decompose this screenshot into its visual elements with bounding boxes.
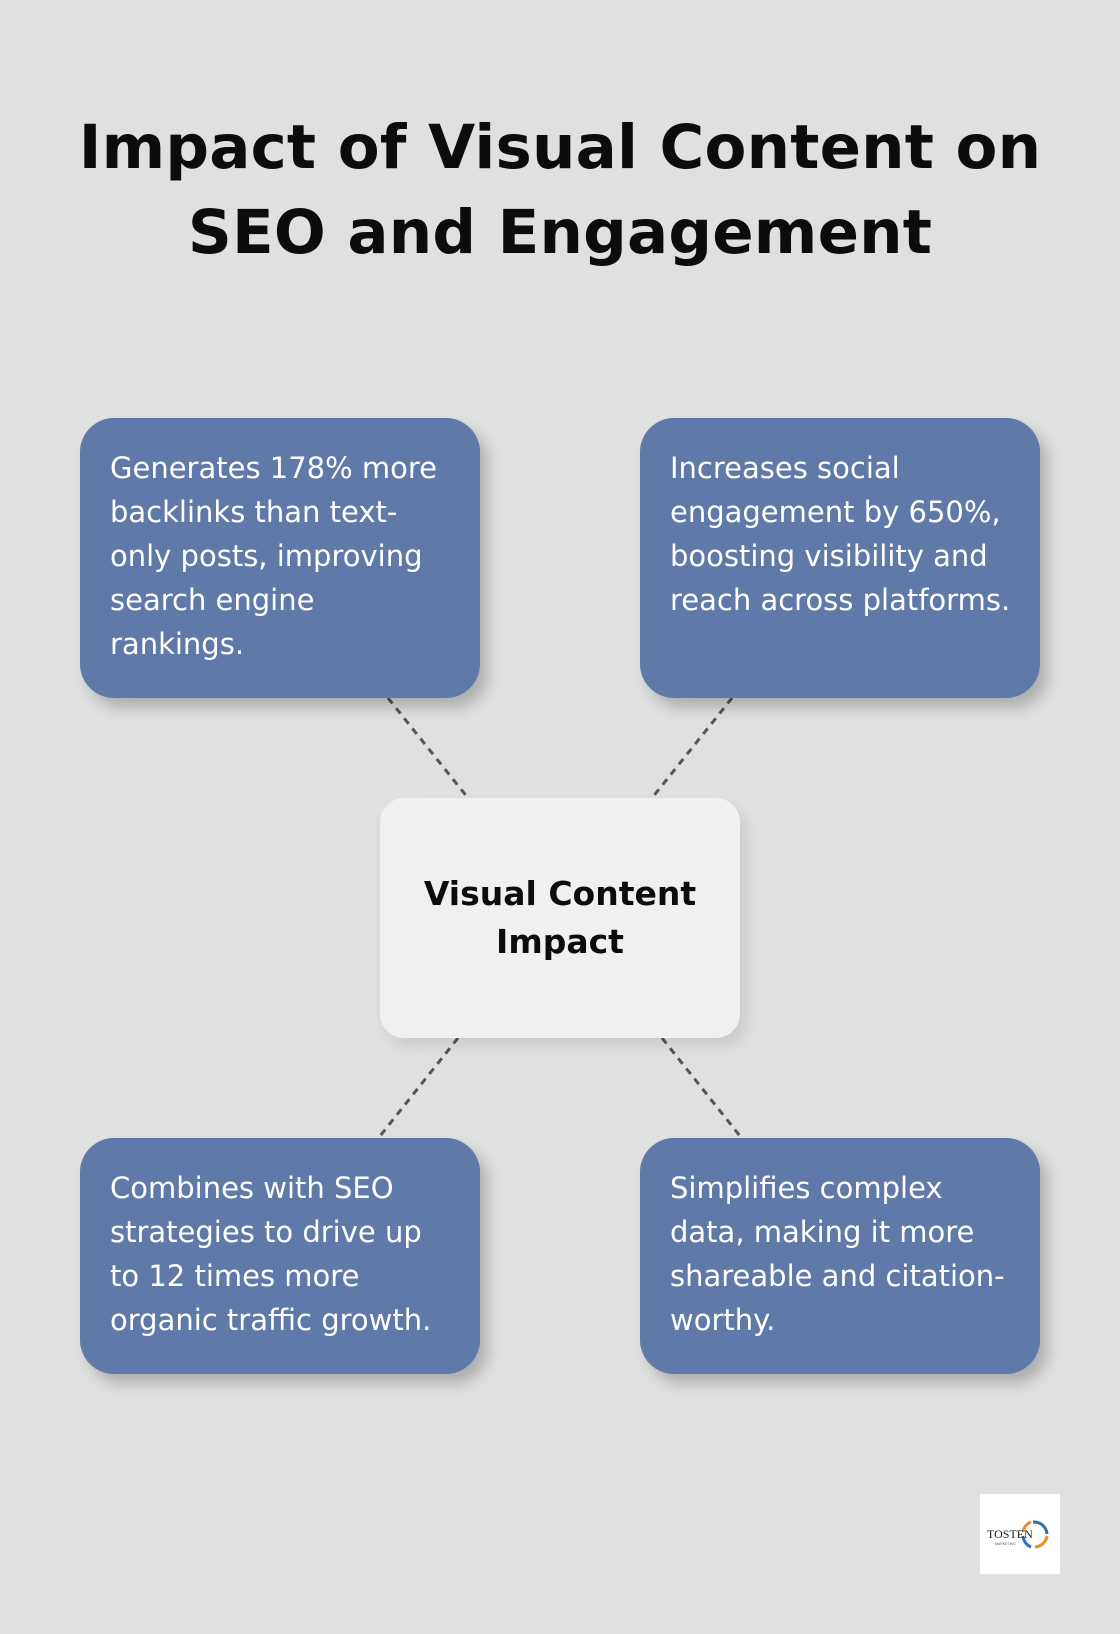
- connector-bottom-left: [378, 1037, 460, 1137]
- connector-top-left: [386, 697, 470, 799]
- logo-subtext: MARKETING: [995, 1542, 1016, 1546]
- connector-bottom-right: [660, 1037, 742, 1137]
- tosten-logo: TOSTEN MARKETING: [980, 1494, 1060, 1574]
- logo-text: TOSTEN: [987, 1527, 1033, 1541]
- center-node: Visual Content Impact: [380, 798, 740, 1038]
- center-label: Visual Content Impact: [423, 874, 697, 961]
- box-simplifies-data: Simplifies complex data, making it more …: [640, 1138, 1040, 1374]
- logo-mark-icon: TOSTEN MARKETING: [987, 1520, 1049, 1549]
- connector-top-right: [650, 697, 734, 799]
- box-organic-traffic: Combines with SEO strategies to drive up…: [80, 1138, 480, 1374]
- box-backlinks: Generates 178% more backlinks than text-…: [80, 418, 480, 698]
- box-social-engagement: Increases social engagement by 650%, boo…: [640, 418, 1040, 698]
- diagram-title: Impact of Visual Content on SEO and Enga…: [78, 112, 1042, 268]
